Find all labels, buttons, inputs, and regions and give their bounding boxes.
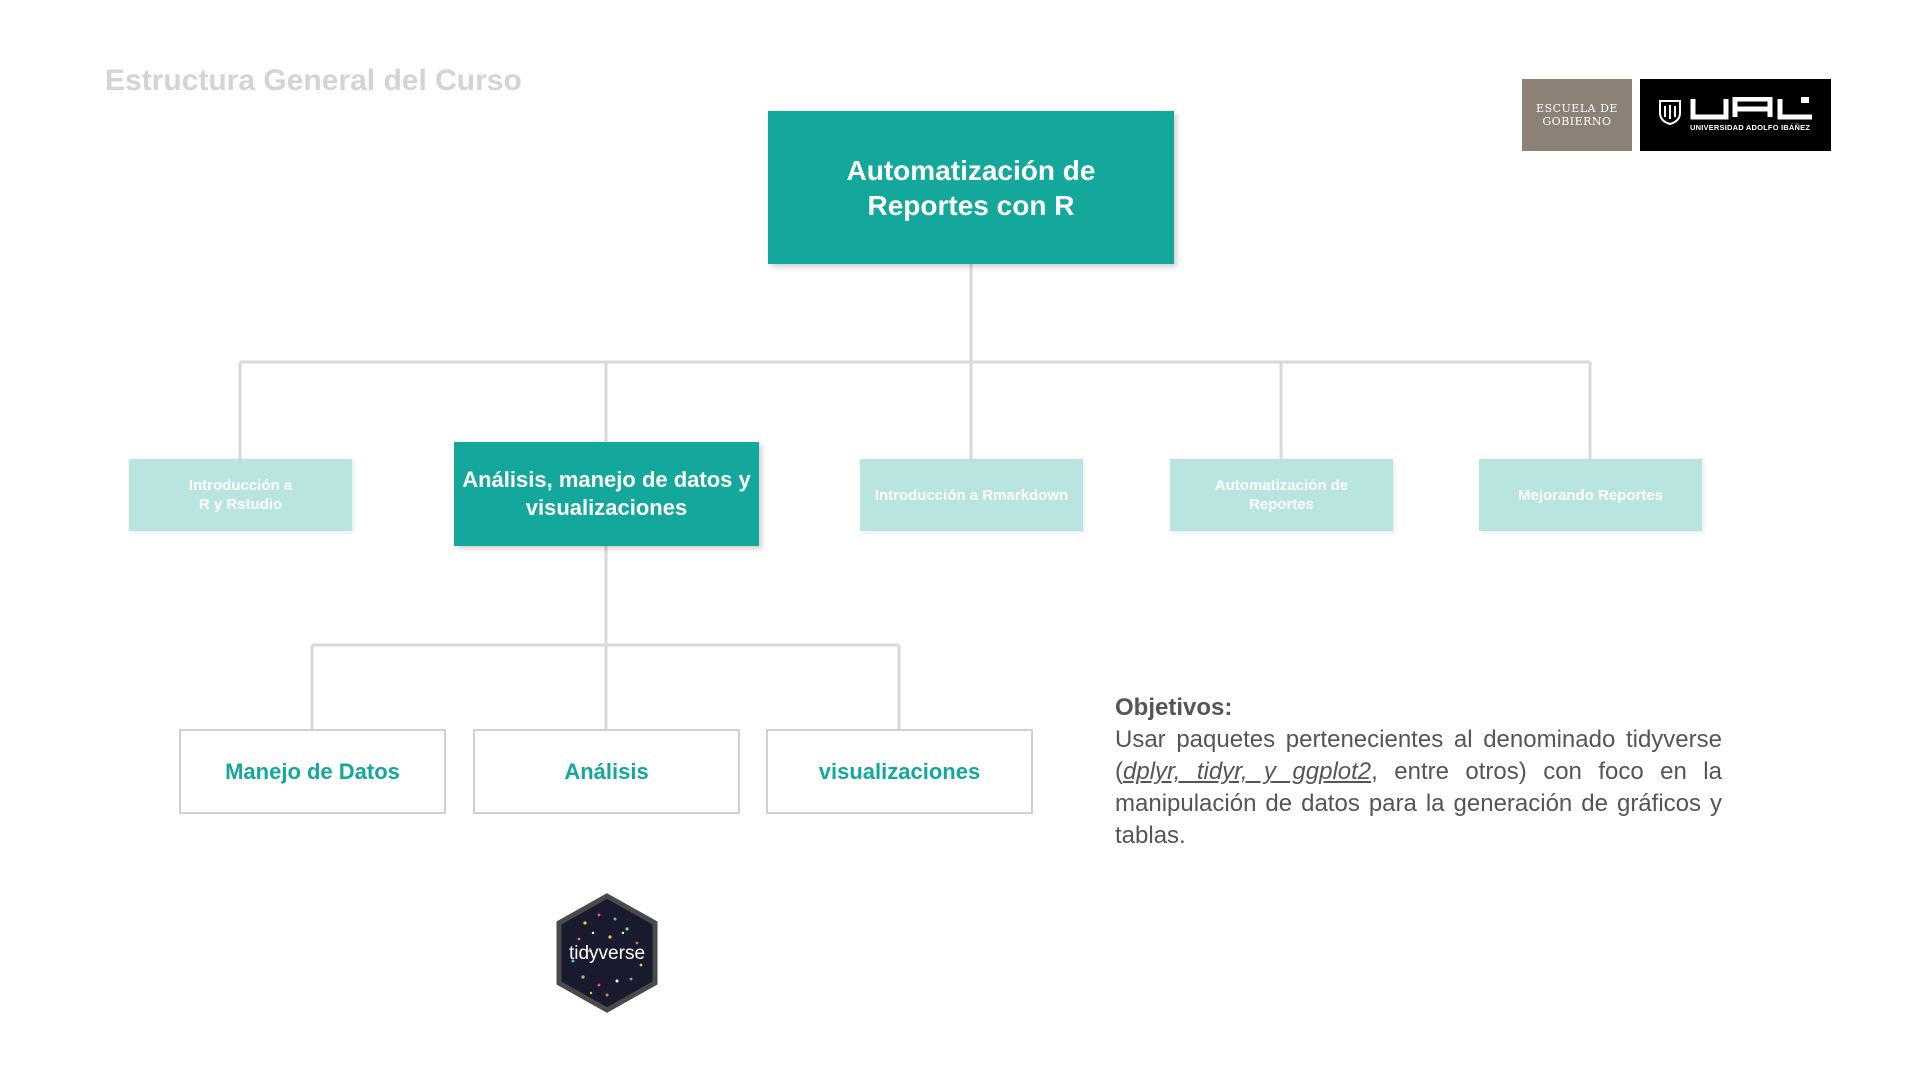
- course-root-box: Automatización de Reportes con R: [768, 111, 1174, 264]
- uai-logo: UNIVERSIDAD ADOLFO IBÁÑEZ: [1640, 79, 1831, 151]
- uai-university-name: UNIVERSIDAD ADOLFO IBÁÑEZ: [1690, 123, 1811, 132]
- escuela-de-gobierno-logo: ESCUELA DE GOBIERNO: [1522, 79, 1632, 151]
- submodule-manejo-de-datos[interactable]: Manejo de Datos: [179, 729, 446, 814]
- module-analisis-visualizaciones[interactable]: Análisis, manejo de datos y visualizacio…: [454, 442, 759, 546]
- tidyverse-logo-text: tidyverse: [569, 943, 645, 964]
- objectives-packages: dplyr, tidyr, y ggplot2: [1123, 758, 1372, 785]
- uai-crest-icon: [1659, 100, 1681, 125]
- uai-wordmark: [1690, 97, 1812, 120]
- module-intro-rmarkdown[interactable]: Introducción a Rmarkdown: [860, 459, 1083, 531]
- objectives-text-start: Usar paquetes pertenecientes al denomina…: [1115, 726, 1722, 785]
- objectives-text-end: , entre otros) con foco en la manipulaci…: [1115, 758, 1722, 849]
- objectives-heading: Objetivos:: [1115, 694, 1233, 721]
- submodule-visualizaciones[interactable]: visualizaciones: [766, 729, 1033, 814]
- module-mejorando-reportes[interactable]: Mejorando Reportes: [1479, 459, 1702, 531]
- objectives-block: Objetivos: Usar paquetes pertenecientes …: [1115, 692, 1722, 852]
- module-automatizacion-reportes[interactable]: Automatización de Reportes: [1170, 459, 1393, 531]
- tidyverse-stars: [571, 913, 643, 997]
- slide-title: Estructura General del Curso: [105, 64, 522, 97]
- objectives-text: Usar paquetes pertenecientes al denomina…: [1115, 724, 1722, 852]
- module-intro-r-rstudio[interactable]: Introducción a R y Rstudio: [129, 459, 352, 531]
- tidyverse-hex-logo: tidyverse: [556, 893, 658, 1013]
- submodule-analisis[interactable]: Análisis: [473, 729, 740, 814]
